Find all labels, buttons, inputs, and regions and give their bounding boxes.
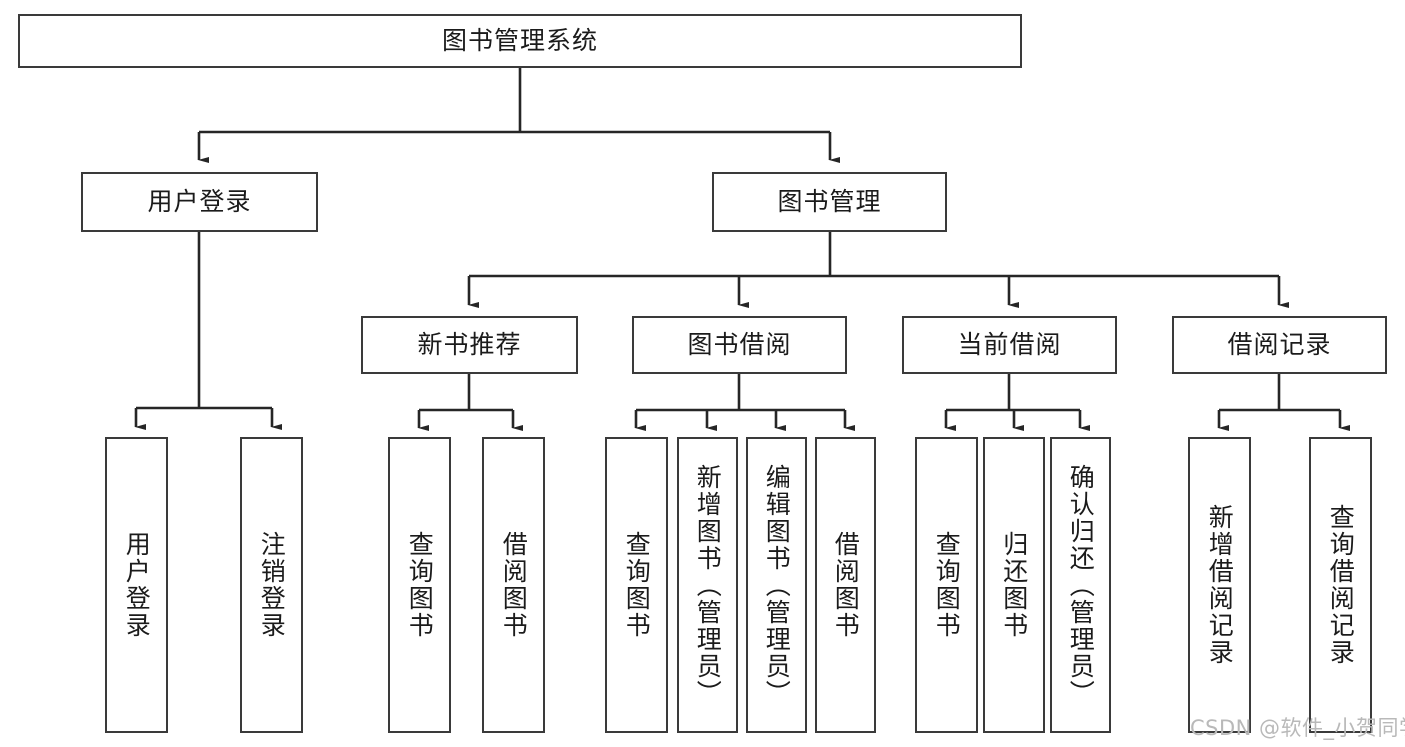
node-borrow-record-label: 借阅记录 xyxy=(1227,330,1332,360)
node-leaf-add-record-label: 新增借阅记录 xyxy=(1205,504,1235,666)
csdn-watermark: CSDN @软件_小贺同学 xyxy=(1190,716,1405,740)
node-leaf-query-record[interactable]: 查询借阅记录 xyxy=(1309,437,1372,733)
node-leaf-user-login[interactable]: 用户登录 xyxy=(105,437,168,733)
node-leaf-query-book-3[interactable]: 查询图书 xyxy=(915,437,978,733)
node-leaf-return-book[interactable]: 归还图书 xyxy=(983,437,1045,733)
node-leaf-query-book-1-label: 查询图书 xyxy=(405,531,435,639)
node-current-borrow[interactable]: 当前借阅 xyxy=(902,316,1117,374)
node-leaf-query-record-label: 查询借阅记录 xyxy=(1326,504,1356,666)
node-leaf-borrow-book-1[interactable]: 借阅图书 xyxy=(482,437,545,733)
node-current-borrow-label: 当前借阅 xyxy=(957,330,1062,360)
node-leaf-edit-book[interactable]: 编辑图书（管理员） xyxy=(746,437,807,733)
node-leaf-query-book-2-label: 查询图书 xyxy=(622,531,652,639)
node-leaf-edit-book-label: 编辑图书（管理员） xyxy=(762,463,792,707)
node-leaf-return-book-label: 归还图书 xyxy=(999,531,1029,639)
node-book-borrow-label: 图书借阅 xyxy=(687,330,792,360)
node-new-book-recommend[interactable]: 新书推荐 xyxy=(361,316,578,374)
node-leaf-confirm-return[interactable]: 确认归还（管理员） xyxy=(1050,437,1111,733)
node-leaf-query-book-3-label: 查询图书 xyxy=(932,531,962,639)
node-leaf-add-record[interactable]: 新增借阅记录 xyxy=(1188,437,1251,733)
node-leaf-logout-login-label: 注销登录 xyxy=(257,531,287,639)
node-book-borrow[interactable]: 图书借阅 xyxy=(632,316,847,374)
node-book-manage-label: 图书管理 xyxy=(777,187,882,217)
node-leaf-query-book-1[interactable]: 查询图书 xyxy=(388,437,451,733)
node-root-label: 图书管理系统 xyxy=(441,26,598,56)
node-user-login-label: 用户登录 xyxy=(147,187,252,217)
node-root[interactable]: 图书管理系统 xyxy=(18,14,1022,68)
node-leaf-user-login-label: 用户登录 xyxy=(122,531,152,639)
node-leaf-add-book-label: 新增图书（管理员） xyxy=(693,463,723,707)
node-leaf-add-book[interactable]: 新增图书（管理员） xyxy=(677,437,738,733)
node-book-manage[interactable]: 图书管理 xyxy=(712,172,947,232)
node-leaf-borrow-book-2[interactable]: 借阅图书 xyxy=(815,437,876,733)
node-leaf-borrow-book-1-label: 借阅图书 xyxy=(499,531,529,639)
node-user-login[interactable]: 用户登录 xyxy=(81,172,318,232)
node-leaf-logout-login[interactable]: 注销登录 xyxy=(240,437,303,733)
node-leaf-query-book-2[interactable]: 查询图书 xyxy=(605,437,668,733)
node-borrow-record[interactable]: 借阅记录 xyxy=(1172,316,1387,374)
node-new-book-recommend-label: 新书推荐 xyxy=(417,330,522,360)
node-leaf-borrow-book-2-label: 借阅图书 xyxy=(831,531,861,639)
node-leaf-confirm-return-label: 确认归还（管理员） xyxy=(1066,463,1096,707)
